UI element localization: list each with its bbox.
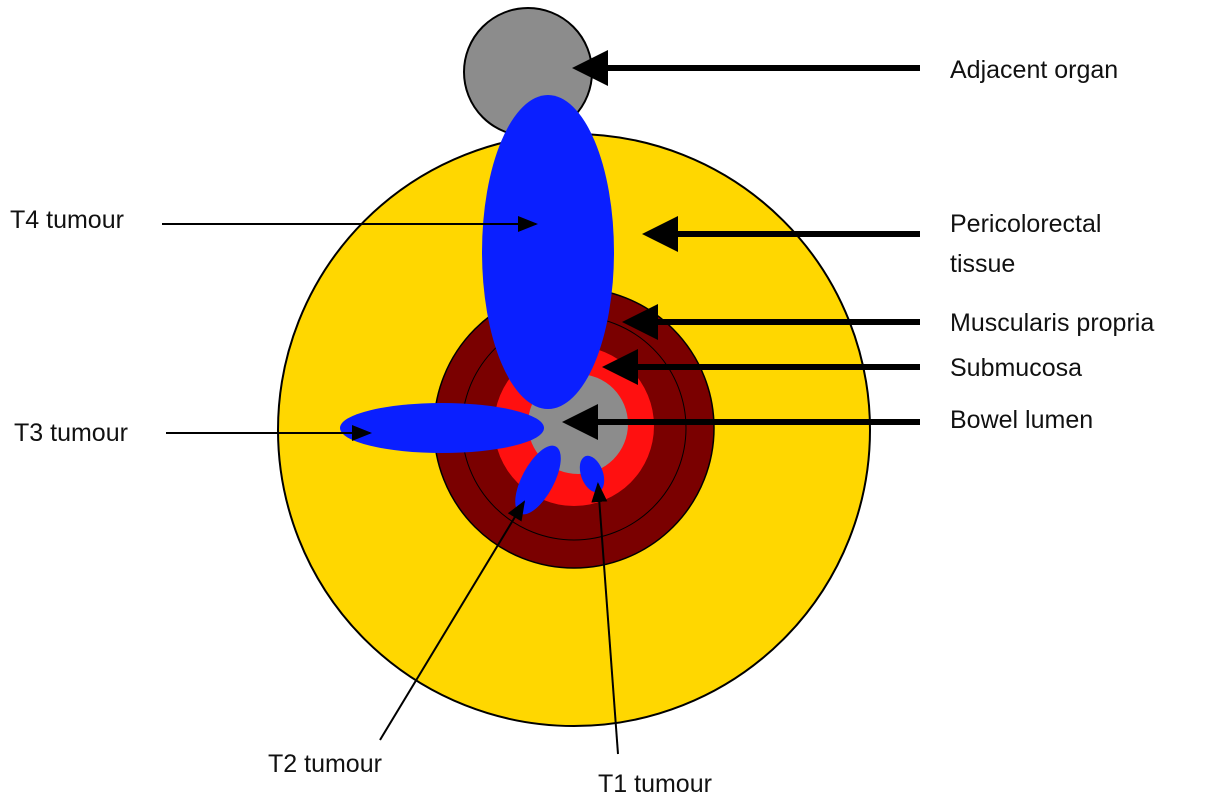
label-muscularis-propria: Muscularis propria [950,309,1154,337]
label-adjacent-organ: Adjacent organ [950,56,1118,84]
label-t3: T3 tumour [14,419,128,447]
label-t1: T1 tumour [598,770,712,798]
label-submucosa: Submucosa [950,354,1082,382]
label-t4: T4 tumour [10,206,124,234]
label-pericolorectal-line2: tissue [950,250,1015,278]
label-t2: T2 tumour [268,750,382,778]
t4-tumour [482,95,614,409]
label-bowel-lumen: Bowel lumen [950,406,1093,434]
label-pericolorectal-line1: Pericolorectal [950,210,1101,238]
t3-tumour [340,403,544,453]
